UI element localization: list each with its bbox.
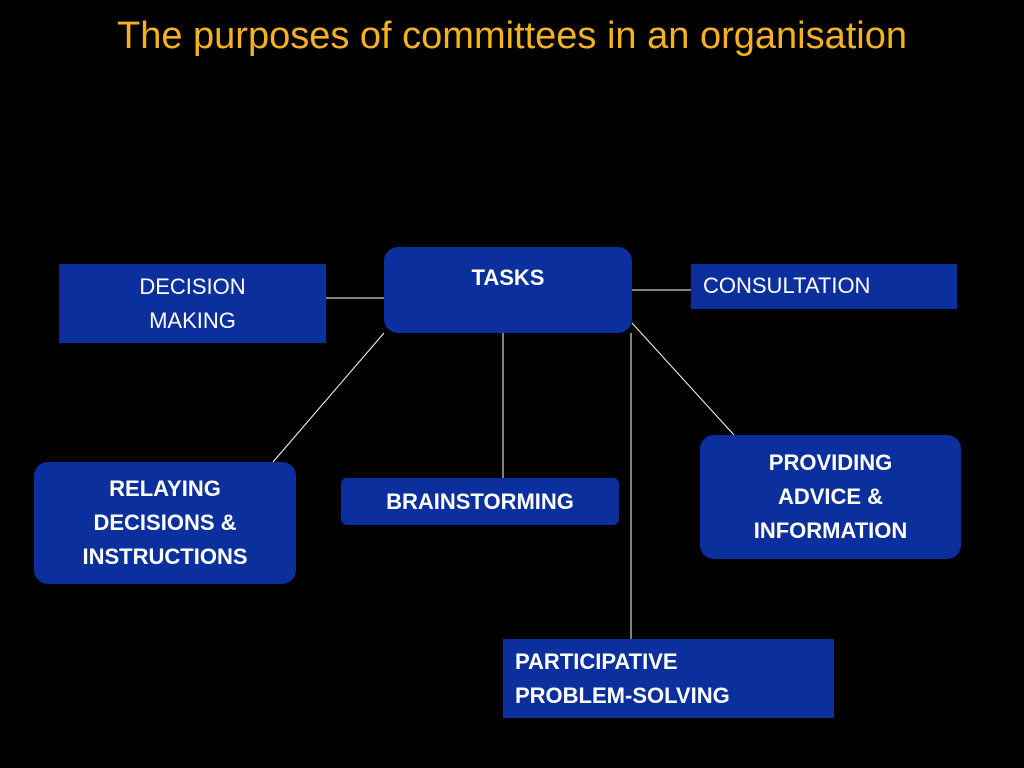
node-decision-making-line: DECISION [139, 274, 246, 299]
node-relaying-line: DECISIONS & [93, 510, 237, 535]
node-providing-advice: PROVIDING ADVICE & INFORMATION [700, 435, 961, 559]
node-consultation-line: CONSULTATION [703, 273, 871, 298]
edge-tasks-relaying [272, 332, 385, 463]
node-relaying-line: INSTRUCTIONS [82, 544, 248, 569]
node-brainstorming: BRAINSTORMING [341, 478, 619, 525]
node-participative-problem-solving: PARTICIPATIVE PROBLEM-SOLVING [503, 639, 834, 718]
node-participative-line: PARTICIPATIVE [515, 649, 678, 674]
slide-title: The purposes of committees in an organis… [117, 15, 907, 57]
node-relaying-decisions: RELAYING DECISIONS & INSTRUCTIONS [34, 462, 296, 584]
node-tasks: TASKS [384, 247, 632, 333]
node-participative-line: PROBLEM-SOLVING [515, 683, 730, 708]
node-brainstorming-line: BRAINSTORMING [386, 488, 574, 514]
node-decision-making: DECISION MAKING [59, 264, 326, 343]
node-decision-making-line: MAKING [149, 308, 236, 333]
node-providing-line: INFORMATION [753, 518, 908, 543]
node-providing-line: PROVIDING [768, 450, 893, 475]
node-consultation: CONSULTATION [691, 264, 957, 309]
edge-tasks-providing [631, 322, 735, 436]
node-relaying-line: RELAYING [109, 476, 221, 501]
node-tasks-line: TASKS [471, 265, 545, 290]
node-providing-line: ADVICE & [777, 484, 884, 509]
